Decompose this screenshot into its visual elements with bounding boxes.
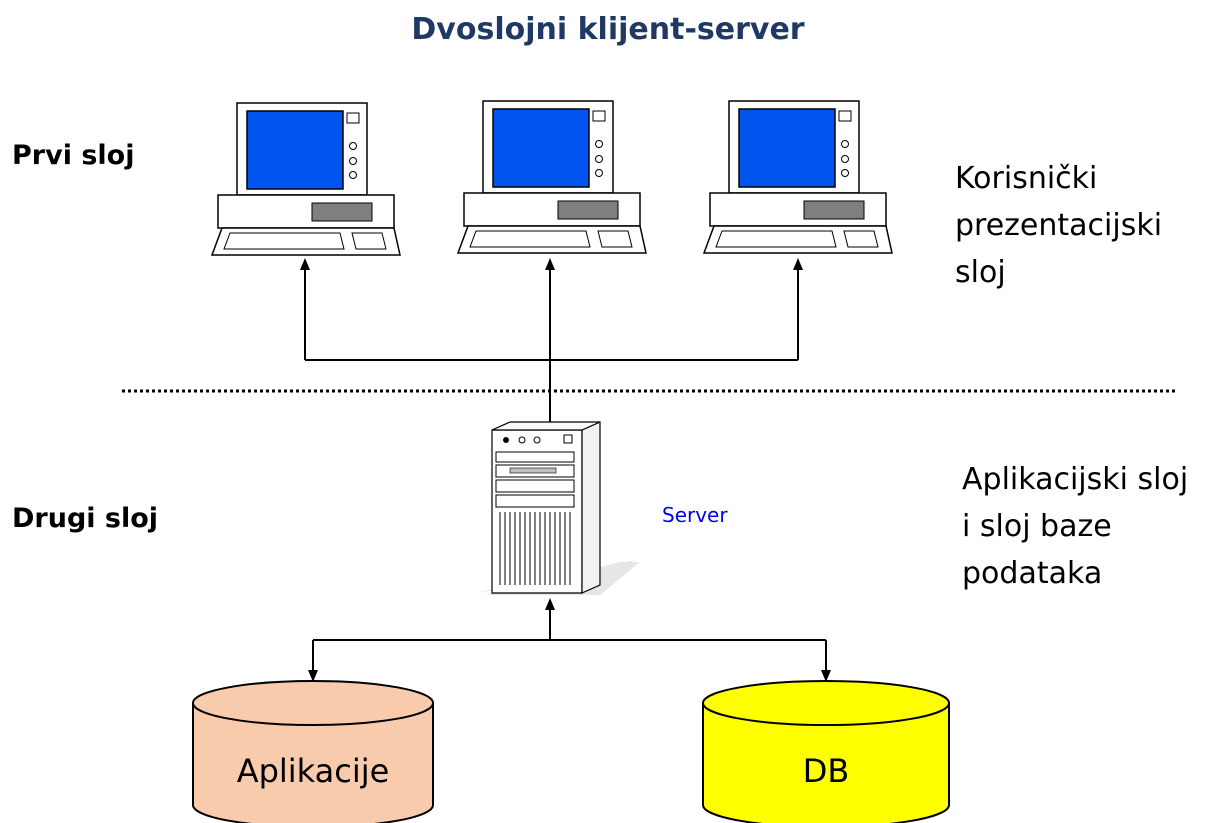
database-label-db: DB [803,752,850,790]
database-label-aplikacije: Aplikacije [237,752,390,790]
layer1-description: Korisnički prezentacijski sloj [955,155,1162,296]
client-connectors [304,268,799,425]
client-computer-icon [703,100,893,254]
database-cylinder-icon [702,680,950,823]
layer2-description-line: Aplikacijski sloj [962,462,1189,497]
layer1-description-line: prezentacijski [955,208,1163,243]
arrowheads [300,258,803,270]
layer2-description-line: i sloj baze [962,509,1112,544]
server-label: Server [662,503,728,527]
layer1-description-line: Korisnički [955,161,1098,196]
arrowheads [308,598,831,682]
layer2-description-line: podataka [962,556,1103,591]
server-tower-icon [478,421,640,595]
database-connectors [312,608,827,672]
database-cylinder-icon [192,680,434,823]
client-computer-icon [211,102,401,256]
diagram-title: Dvoslojni klijent-server [411,12,805,47]
layer1-label: Prvi sloj [12,140,135,171]
layer2-description: Aplikacijski sloj i sloj baze podataka [962,456,1188,597]
client-computer-icon [457,100,647,254]
layer1-description-line: sloj [955,255,1006,290]
layer2-label: Drugi sloj [12,503,159,534]
